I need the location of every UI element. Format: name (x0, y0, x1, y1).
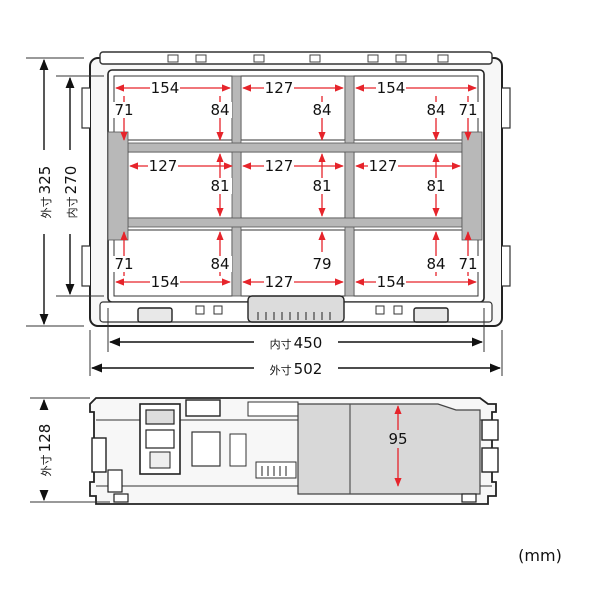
top-row-height-2: 84 (210, 101, 229, 119)
outer-width-prefix: 外寸 (270, 363, 292, 377)
middle-row-labels: 127 127 127 81 81 81 (148, 157, 448, 195)
middle-row-width-1: 127 (149, 157, 178, 175)
middle-row-height-2: 81 (312, 177, 331, 195)
middle-row-width-3: 127 (369, 157, 398, 175)
inner-width-prefix: 内寸 (270, 337, 292, 351)
top-row-height-4: 84 (426, 101, 445, 119)
top-view-box (81, 51, 511, 327)
side-height-prefix: 外寸 (39, 454, 53, 476)
outer-height-prefix: 外寸 (39, 196, 53, 218)
bottom-row-width-1: 154 (151, 273, 180, 291)
bottom-row-width-3: 154 (377, 273, 406, 291)
top-row-width-1: 154 (151, 79, 180, 97)
bottom-row-labels: 71 84 79 84 71 154 127 154 (112, 255, 480, 291)
side-height-value: 128 (36, 424, 54, 453)
middle-row-height-1: 81 (210, 177, 229, 195)
bottom-row-height-1: 71 (114, 255, 133, 273)
bottom-row-height-2: 84 (210, 255, 229, 273)
middle-row-width-2: 127 (265, 157, 294, 175)
inner-depth-value: 95 (388, 430, 407, 448)
top-row-height-3: 84 (312, 101, 331, 119)
top-row-labels: 154 127 154 71 84 84 84 71 (112, 79, 480, 119)
inner-height-prefix: 内寸 (65, 196, 79, 218)
top-row-height-5: 71 (458, 101, 477, 119)
top-row-width-2: 127 (265, 79, 294, 97)
top-row-width-3: 154 (377, 79, 406, 97)
side-view-dimensions: 95 外寸128 (30, 397, 412, 503)
outer-height-group: 外寸325 (36, 166, 54, 219)
unit-label: (mm) (518, 546, 562, 565)
inner-width-value: 450 (294, 334, 323, 352)
side-view-box (89, 397, 499, 505)
bottom-row-height-3: 79 (312, 255, 331, 273)
top-row-height-1: 71 (114, 101, 133, 119)
bottom-row-width-2: 127 (265, 273, 294, 291)
side-height-group: 外寸128 (36, 424, 54, 477)
outer-height-value: 325 (36, 166, 54, 195)
bottom-row-height-4: 84 (426, 255, 445, 273)
outer-width-value: 502 (294, 360, 323, 378)
middle-row-height-3: 81 (426, 177, 445, 195)
bottom-row-height-5: 71 (458, 255, 477, 273)
inner-height-value: 270 (62, 166, 80, 195)
inner-height-group: 内寸270 (62, 166, 80, 219)
